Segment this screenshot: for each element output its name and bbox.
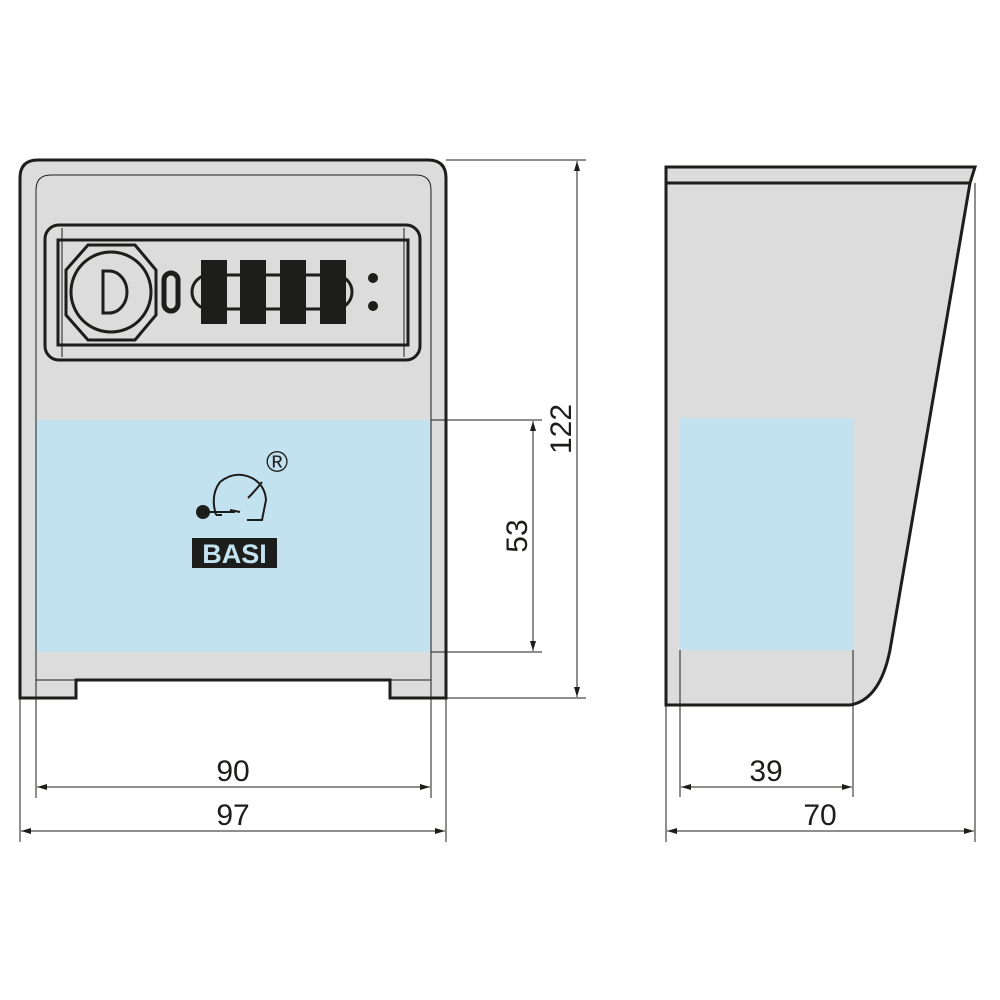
dim-label-height: 53: [501, 519, 534, 552]
front-dimensions: 90 97 122 53: [19, 159, 586, 842]
dim-inner-width: 90: [216, 755, 249, 788]
side-view: [664, 165, 978, 707]
front-view: ® BASI: [18, 158, 448, 700]
label-area: [36, 420, 431, 652]
side-dimensions: 39 70: [665, 183, 976, 842]
brand-text: BASI: [202, 539, 267, 569]
key-cylinder-icon: [69, 250, 153, 334]
dim-depth: 70: [803, 799, 836, 832]
side-label-area: [680, 418, 853, 650]
dim-side-label-width: 39: [749, 755, 782, 788]
basi-logo: ® BASI: [192, 446, 288, 569]
elephant-with-key-icon: [196, 473, 268, 521]
combination-dials: [201, 260, 346, 324]
dim-height: 122: [545, 404, 578, 454]
combination-lock-panel: [43, 223, 422, 362]
registered-mark: ®: [266, 446, 288, 479]
dim-outer-width: 97: [216, 799, 249, 832]
